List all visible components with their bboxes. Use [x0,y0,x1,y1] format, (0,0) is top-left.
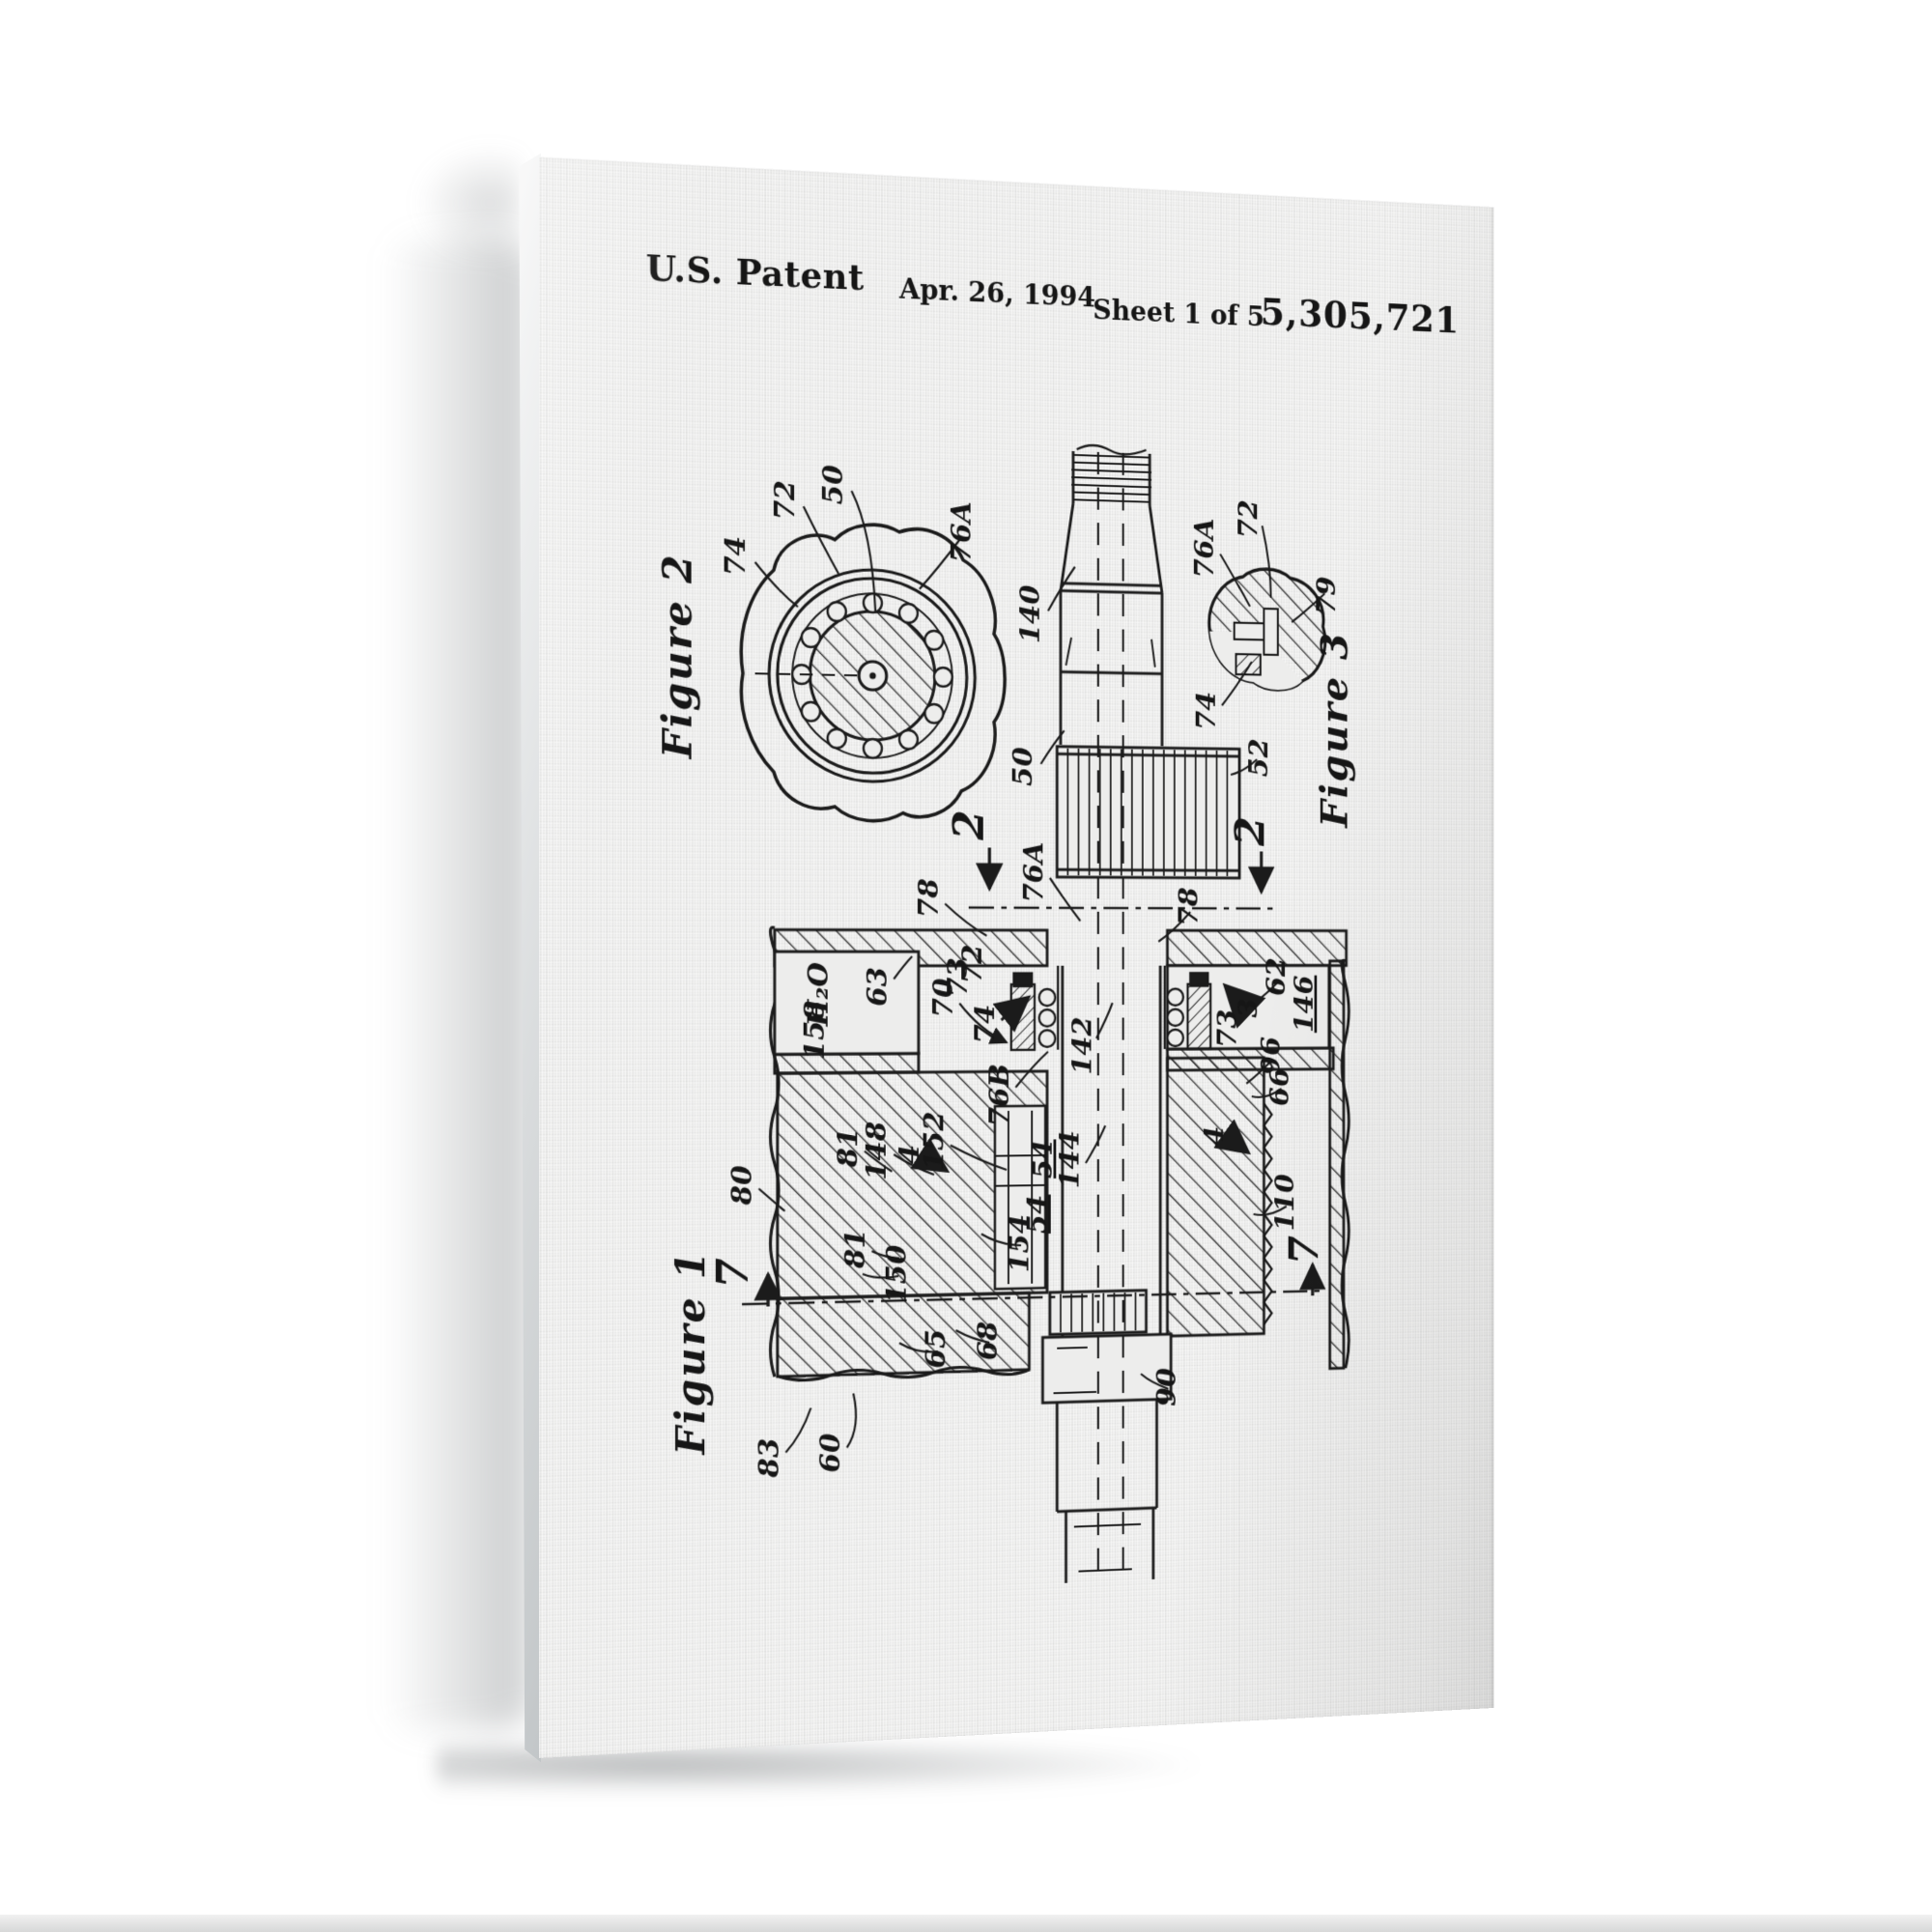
shaft [1061,444,1162,746]
ref-label-76A: 76A [1189,518,1220,579]
ref-label-7: 7 [1280,1235,1327,1264]
ref-label-54: 54 [1022,1195,1054,1235]
splined-collar [1057,747,1239,878]
figure2-end-view [741,521,1005,822]
canvas-side-edge [519,153,541,1763]
ref-label-H₂O: H₂O [803,962,836,1027]
ref-label-146: 146 [1289,976,1319,1034]
ref-label-76A: 76A [946,500,978,562]
ref-label-152: 152 [919,1111,951,1170]
corner-shadow [415,145,522,261]
patent-header-date: Apr. 26, 1994 [898,272,1095,314]
ref-label-72: 72 [1234,499,1264,539]
ref-label-2: 2 [1226,816,1273,847]
figure1-housing [771,927,1350,1596]
ref-label-154: 154 [1004,1214,1036,1273]
ref-label-50: 50 [1008,747,1039,786]
ref-label-73: 73 [942,957,974,997]
ref-label-62: 62 [1262,957,1293,996]
ref-label-66: 66 [1264,1067,1295,1106]
patent-header-title: U.S. Patent [645,246,865,298]
ref-label-74: 74 [970,1005,1002,1044]
ref-label-3: 3 [1234,998,1264,1017]
patent-header-number: 5,305,721 [1260,290,1461,343]
ref-label-90: 90 [1151,1367,1182,1406]
ref-label-150: 150 [881,1244,913,1304]
ref-label-144: 144 [1054,1130,1085,1189]
wall-shadow [384,242,529,1729]
ref-label-4: 4 [894,1145,925,1165]
canvas-print: U.S. Patent Apr. 26, 1994 Sheet 1 of 5 5… [539,156,1493,1758]
ref-label-73: 73 [1212,1009,1243,1048]
ref-label-4: 4 [1199,1125,1230,1145]
ref-label-52: 52 [1244,738,1275,777]
ref-label-76A: 76A [1018,841,1050,902]
photo-edge-strip [0,1915,1932,1932]
ref-label-7: 7 [707,1257,757,1289]
ref-label-79: 79 [1312,576,1342,615]
ref-label-68: 68 [972,1321,1004,1361]
figure3-detail [1209,568,1325,691]
shaft-centerlines [1098,450,1123,1571]
ref-label-81: 81 [839,1229,871,1270]
ref-label-81: 81 [832,1127,864,1168]
ref-label-76B: 76B [984,1064,1016,1126]
figure-titles: Figure 2 Figure 3 Figure 1 [654,553,1355,1457]
ref-label-96: 96 [1256,1037,1287,1075]
ref-label-78: 78 [1174,887,1205,925]
ref-label-158: 158 [799,1001,832,1061]
figure-title-figure-3: Figure 3 [1314,631,1356,829]
ref-label-80: 80 [726,1165,759,1207]
ref-label-83: 83 [753,1437,786,1479]
ref-label-142: 142 [1066,1016,1097,1075]
ref-label-60: 60 [814,1433,847,1473]
ref-label-72: 72 [956,945,988,984]
ref-label-74: 74 [1191,691,1222,729]
ref-label-140: 140 [1014,584,1046,644]
ref-label-148: 148 [861,1121,893,1180]
ref-label-110: 110 [1270,1174,1301,1232]
ref-label-65: 65 [921,1328,952,1369]
ref-label-72: 72 [769,480,802,521]
ref-label-74: 74 [720,535,753,576]
ref-label-54: 54 [1028,1139,1060,1179]
ref-label-50: 50 [817,464,850,504]
ref-label-2: 2 [944,810,993,841]
figure-title-figure-2: Figure 2 [654,553,700,759]
patent-header-sheet: Sheet 1 of 5 [1093,293,1265,333]
figure-title-figure-1: Figure 1 [668,1249,714,1456]
ref-label-63: 63 [862,967,894,1007]
ref-label-78: 78 [913,878,945,918]
ref-label-70: 70 [927,978,959,1017]
